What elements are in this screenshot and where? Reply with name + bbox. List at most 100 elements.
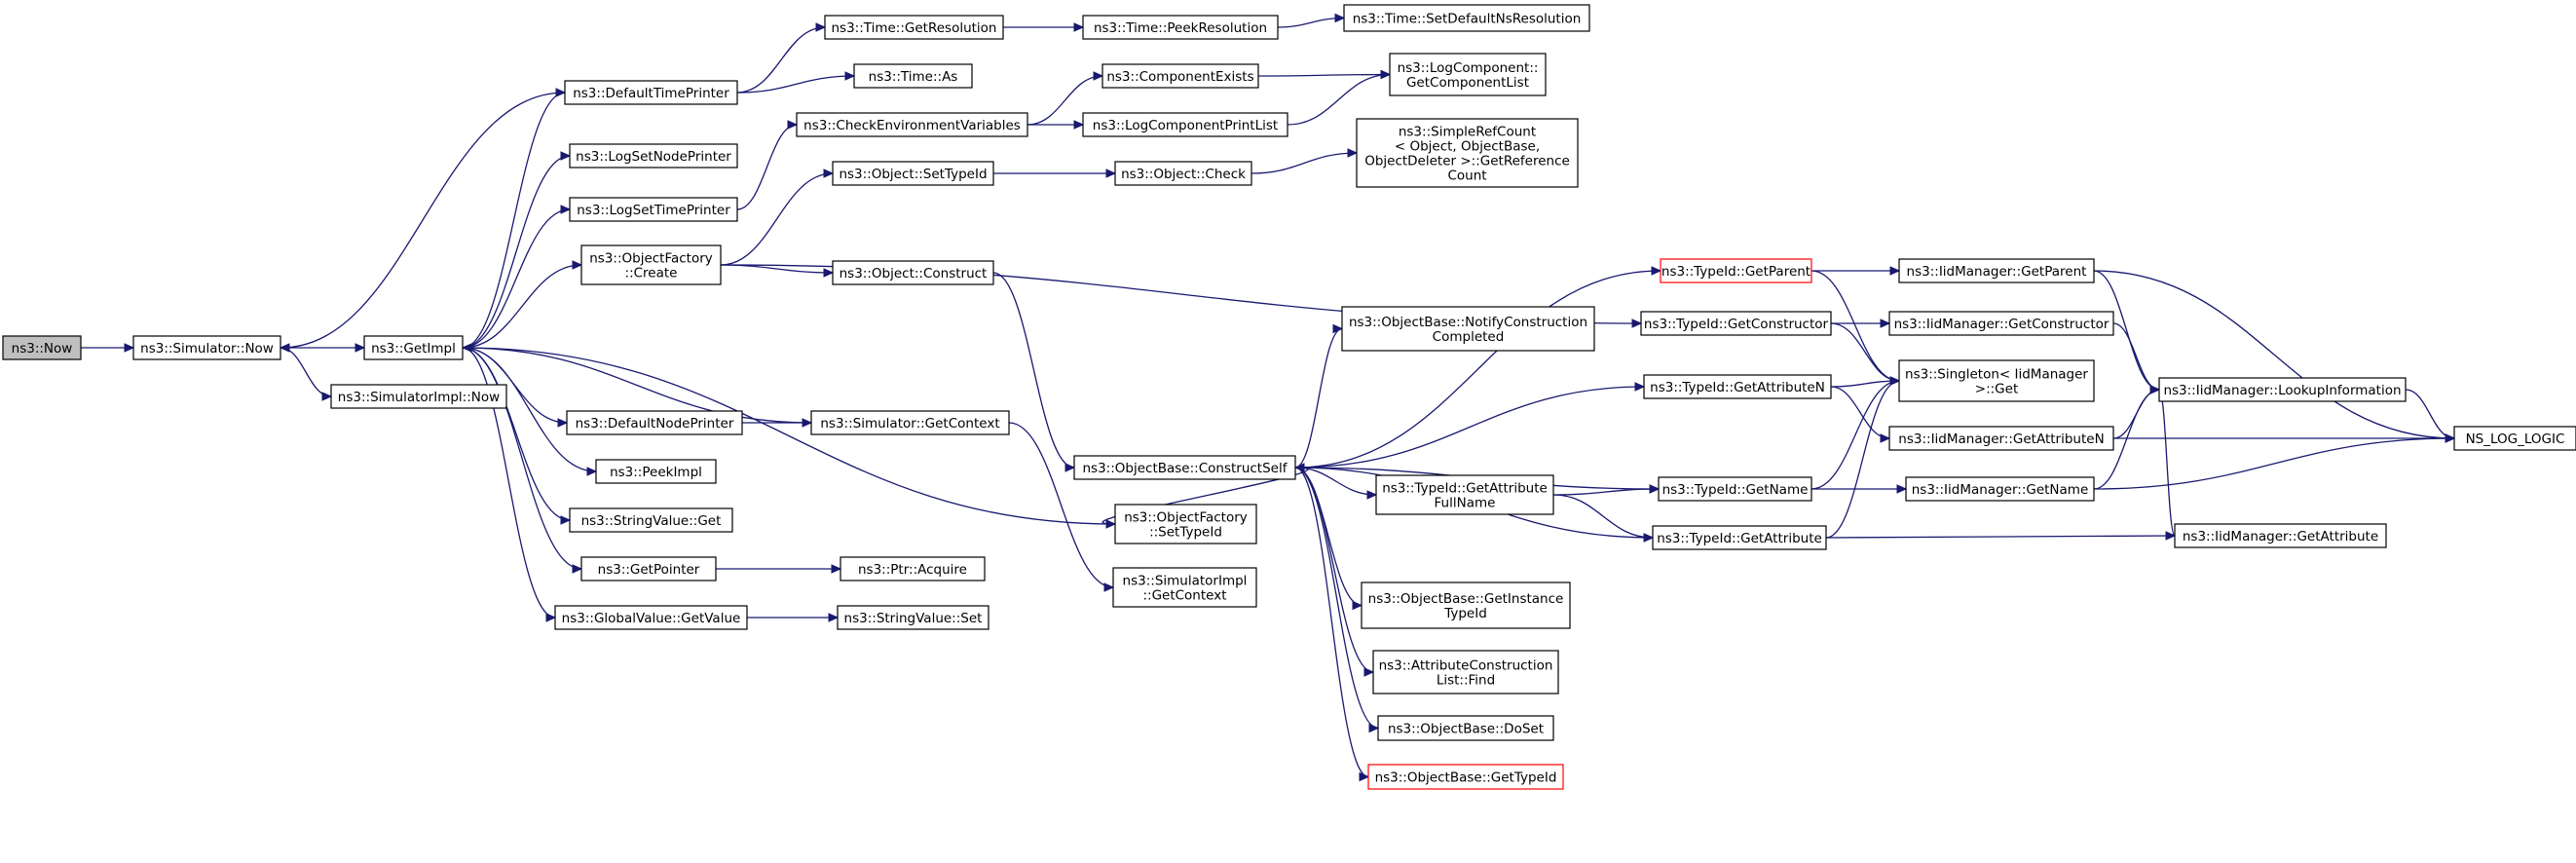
node-box xyxy=(1073,455,1296,480)
edge-n_objbase_constructself-to-n_typeid_getattrn xyxy=(1294,382,1646,469)
node-n-stringvalue-set[interactable]: ns3::StringValue::Set xyxy=(837,605,989,630)
node-label: ns3::ObjectBase::GetTypeId xyxy=(1375,770,1557,786)
node-n-simplerefcount[interactable]: ns3::SimpleRefCount< Object, ObjectBase,… xyxy=(1356,118,1579,188)
node-label: Completed xyxy=(1433,329,1505,345)
edge-n_typeid_getattrfull-to-n_typeid_getattr xyxy=(1552,494,1655,543)
node-box xyxy=(1658,476,1812,502)
node-n-simimpl-getcontext[interactable]: ns3::SimulatorImpl::GetContext xyxy=(1112,567,1257,608)
node-label: ns3::Ptr::Acquire xyxy=(858,562,967,578)
node-n-iid-lookup[interactable]: ns3::IidManager::LookupInformation xyxy=(2158,377,2407,402)
node-label: ns3::StringValue::Get xyxy=(581,513,722,529)
node-box xyxy=(363,335,464,360)
node-n-time-peekres[interactable]: ns3::Time::PeekResolution xyxy=(1082,15,1279,40)
node-n-ns-log-logic[interactable]: NS_LOG_LOGIC xyxy=(2453,426,2576,451)
node-n-compexists[interactable]: ns3::ComponentExists xyxy=(1101,63,1259,89)
node-n-typeid-getattrn[interactable]: ns3::TypeId::GetAttributeN xyxy=(1643,374,1832,399)
node-label: ns3::LogComponentPrintList xyxy=(1093,118,1278,133)
node-box xyxy=(1898,359,2095,402)
node-n-getimpl[interactable]: ns3::GetImpl xyxy=(363,335,464,360)
node-box xyxy=(1367,764,1564,790)
node-box xyxy=(832,260,994,285)
node-label: ns3::SimulatorImpl::Now xyxy=(338,390,500,405)
node-n-iid-getparent[interactable]: ns3::IidManager::GetParent xyxy=(1898,258,2095,283)
edge-n_objbase_constructself-to-n_objbase_doset xyxy=(1294,467,1380,733)
edge-n_objfactory_create-to-n_obj_settypeid xyxy=(720,169,835,266)
call-edges xyxy=(81,13,2456,782)
node-n-time-as[interactable]: ns3::Time::As xyxy=(853,63,973,89)
node-n-simimpl-now[interactable]: ns3::SimulatorImpl::Now xyxy=(330,384,507,409)
edge-n_iid_getattrn-to-n_iid_lookup xyxy=(2112,385,2161,439)
node-n-deftimeprinter[interactable]: ns3::DefaultTimePrinter xyxy=(564,80,738,105)
node-box xyxy=(853,63,973,89)
node-label: TypeId xyxy=(1443,606,1487,621)
node-n-singleton-get[interactable]: ns3::Singleton< IidManager>::Get xyxy=(1898,359,2095,402)
node-n-objfactory-create[interactable]: ns3::ObjectFactory::Create xyxy=(580,244,722,285)
node-label: Count xyxy=(1447,169,1486,184)
edge-n_getimpl-to-n_globalvalue_getvalue xyxy=(462,347,557,622)
edge-n_iid_getattrn-to-n_ns_log_logic xyxy=(2113,433,2456,443)
node-label: ns3::CheckEnvironmentVariables xyxy=(803,118,1021,133)
node-n-getpointer[interactable]: ns3::GetPointer xyxy=(580,556,717,582)
node-n-now[interactable]: ns3::Now xyxy=(2,335,82,360)
edge-n_iid_getname-to-n_iid_lookup xyxy=(2093,385,2161,490)
node-n-peekimpl[interactable]: ns3::PeekImpl xyxy=(595,459,717,484)
node-n-logcompprintlist[interactable]: ns3::LogComponentPrintList xyxy=(1082,112,1288,137)
edge-n_objbase_constructself-to-n_typeid_getattrfull xyxy=(1294,467,1378,500)
node-n-typeid-getname[interactable]: ns3::TypeId::GetName xyxy=(1658,476,1812,502)
edge-n_deftimeprinter-to-n_time_getres xyxy=(736,22,827,94)
edge-n_getpointer-to-n_ptr_acquire xyxy=(716,564,842,574)
node-n-obj-settypeid[interactable]: ns3::Object::SetTypeId xyxy=(832,161,994,186)
node-n-obj-construct[interactable]: ns3::Object::Construct xyxy=(832,260,994,285)
node-box xyxy=(1888,311,2114,336)
node-label: ns3::IidManager::GetAttributeN xyxy=(1898,432,2104,447)
node-label: ns3::Simulator::GetContext xyxy=(820,416,999,432)
node-n-iid-getconstructor[interactable]: ns3::IidManager::GetConstructor xyxy=(1888,311,2114,336)
node-n-logcomp-getlist[interactable]: ns3::LogComponent::GetComponentList xyxy=(1389,53,1547,96)
node-label: ns3::TypeId::GetParent xyxy=(1661,264,1811,280)
node-n-typeid-getconstructor[interactable]: ns3::TypeId::GetConstructor xyxy=(1640,311,1832,336)
node-n-objbase-doset[interactable]: ns3::ObjectBase::DoSet xyxy=(1377,715,1554,741)
node-n-objfactory-settypeid[interactable]: ns3::ObjectFactory::SetTypeId xyxy=(1114,504,1257,544)
node-box xyxy=(810,410,1010,435)
node-box xyxy=(796,112,1028,137)
node-n-ptr-acquire[interactable]: ns3::Ptr::Acquire xyxy=(840,556,986,582)
node-n-sim-now[interactable]: ns3::Simulator::Now xyxy=(132,335,281,360)
node-n-objbase-notify[interactable]: ns3::ObjectBase::NotifyConstructionCompl… xyxy=(1341,306,1595,352)
node-box xyxy=(1082,112,1288,137)
node-label: ns3::ObjectFactory xyxy=(1124,510,1248,526)
node-n-checkenv[interactable]: ns3::CheckEnvironmentVariables xyxy=(796,112,1028,137)
node-label: ns3::StringValue::Set xyxy=(844,611,983,626)
node-n-time-getres[interactable]: ns3::Time::GetResolution xyxy=(824,15,1004,40)
node-label: List::Find xyxy=(1437,673,1495,689)
node-label: < Object, ObjectBase, xyxy=(1395,139,1540,155)
node-n-defnodeprinter[interactable]: ns3::DefaultNodePrinter xyxy=(566,410,743,435)
node-n-globalvalue-getvalue[interactable]: ns3::GlobalValue::GetValue xyxy=(554,605,748,630)
node-n-typeid-getparent[interactable]: ns3::TypeId::GetParent xyxy=(1660,258,1812,283)
node-label: ns3::Simulator::Now xyxy=(140,341,274,356)
node-n-logsettimeprinter[interactable]: ns3::LogSetTimePrinter xyxy=(569,197,738,222)
node-n-objbase-gettypeid[interactable]: ns3::ObjectBase::GetTypeId xyxy=(1367,764,1564,790)
node-box xyxy=(1114,161,1252,186)
node-box xyxy=(2174,523,2387,548)
node-n-typeid-getattr[interactable]: ns3::TypeId::GetAttribute xyxy=(1652,525,1827,550)
edge-n_time_peekres-to-n_time_setdefaultns xyxy=(1277,13,1346,28)
node-n-iid-getname[interactable]: ns3::IidManager::GetName xyxy=(1905,476,2095,502)
node-n-obj-check[interactable]: ns3::Object::Check xyxy=(1114,161,1252,186)
node-n-logsetnodeprinter[interactable]: ns3::LogSetNodePrinter xyxy=(569,143,738,169)
node-n-time-setdefaultns[interactable]: ns3::Time::SetDefaultNsResolution xyxy=(1343,4,1590,32)
edge-n_objbase_constructself-to-n_objbase_notify xyxy=(1294,323,1344,469)
node-n-iid-getattr[interactable]: ns3::IidManager::GetAttribute xyxy=(2174,523,2387,548)
node-label: ns3::LogSetTimePrinter xyxy=(577,203,730,218)
node-box xyxy=(1082,15,1279,40)
node-n-sim-getcontext[interactable]: ns3::Simulator::GetContext xyxy=(810,410,1010,435)
node-n-objbase-constructself[interactable]: ns3::ObjectBase::ConstructSelf xyxy=(1073,455,1296,480)
node-n-stringvalue-get[interactable]: ns3::StringValue::Get xyxy=(569,507,733,533)
node-label: ::Create xyxy=(625,266,678,281)
node-n-iid-getattrn[interactable]: ns3::IidManager::GetAttributeN xyxy=(1888,426,2114,451)
edge-n_deftimeprinter-to-n_time_as xyxy=(736,71,856,94)
node-label: ns3::IidManager::LookupInformation xyxy=(2163,383,2401,398)
